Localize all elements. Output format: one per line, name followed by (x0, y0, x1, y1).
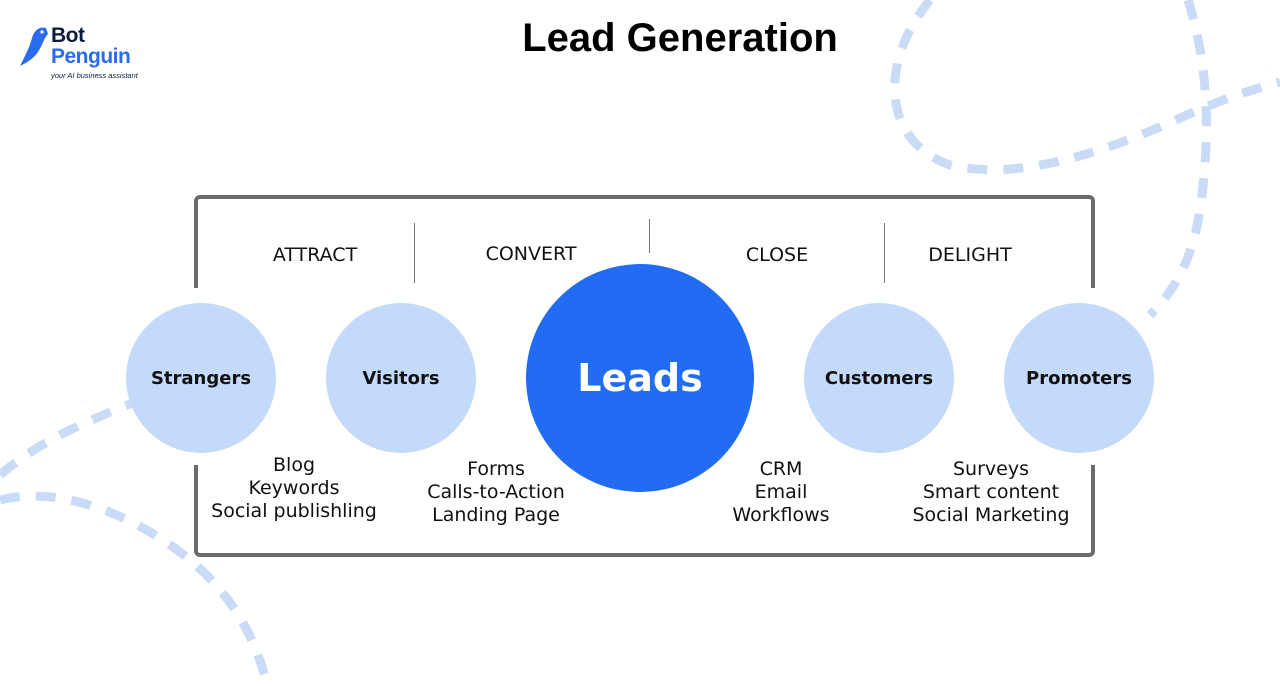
page-title: Lead Generation (522, 16, 838, 60)
stage-divider (884, 223, 885, 283)
tool-item: Blog (273, 454, 315, 476)
penguin-icon (20, 27, 48, 66)
botpenguin-logo: Bot Penguin your AI business assistant (18, 24, 168, 84)
stage-divider (649, 219, 650, 253)
node-leads: Leads (526, 264, 754, 492)
tool-item: Landing Page (432, 504, 560, 526)
node-strangers: Strangers (126, 303, 276, 453)
tools-convert: Forms Calls-to-Action Landing Page (386, 458, 606, 527)
stage-label-attract: ATTRACT (272, 244, 358, 266)
stage-divider (414, 223, 415, 283)
stage-label-convert: CONVERT (485, 243, 577, 265)
frame-bottom (194, 465, 1095, 557)
node-customers: Customers (804, 303, 954, 453)
node-visitors: Visitors (326, 303, 476, 453)
tool-item: Forms (467, 458, 525, 480)
tool-item: Social Marketing (912, 504, 1070, 526)
logo-name-penguin: Penguin (51, 45, 131, 68)
tool-item: Workflows (732, 504, 830, 526)
logo-name-bot: Bot (51, 24, 85, 47)
tool-item: Keywords (248, 477, 340, 499)
frame-top (194, 195, 1095, 288)
stage-label-delight: DELIGHT (928, 244, 1012, 266)
tool-item: CRM (759, 458, 803, 480)
tool-item: Calls-to-Action (427, 481, 565, 503)
node-promoters: Promoters (1004, 303, 1154, 453)
tool-item: Smart content (922, 481, 1060, 503)
tools-close: CRM Email Workflows (671, 458, 891, 527)
logo-tagline: your AI business assistant (51, 71, 138, 80)
tools-attract: Blog Keywords Social publishling (184, 454, 404, 523)
stage-label-close: CLOSE (745, 244, 809, 266)
tool-item: Social publishling (211, 500, 377, 522)
tool-item: Email (754, 481, 808, 503)
tool-item: Surveys (953, 458, 1029, 480)
tools-delight: Surveys Smart content Social Marketing (881, 458, 1101, 527)
